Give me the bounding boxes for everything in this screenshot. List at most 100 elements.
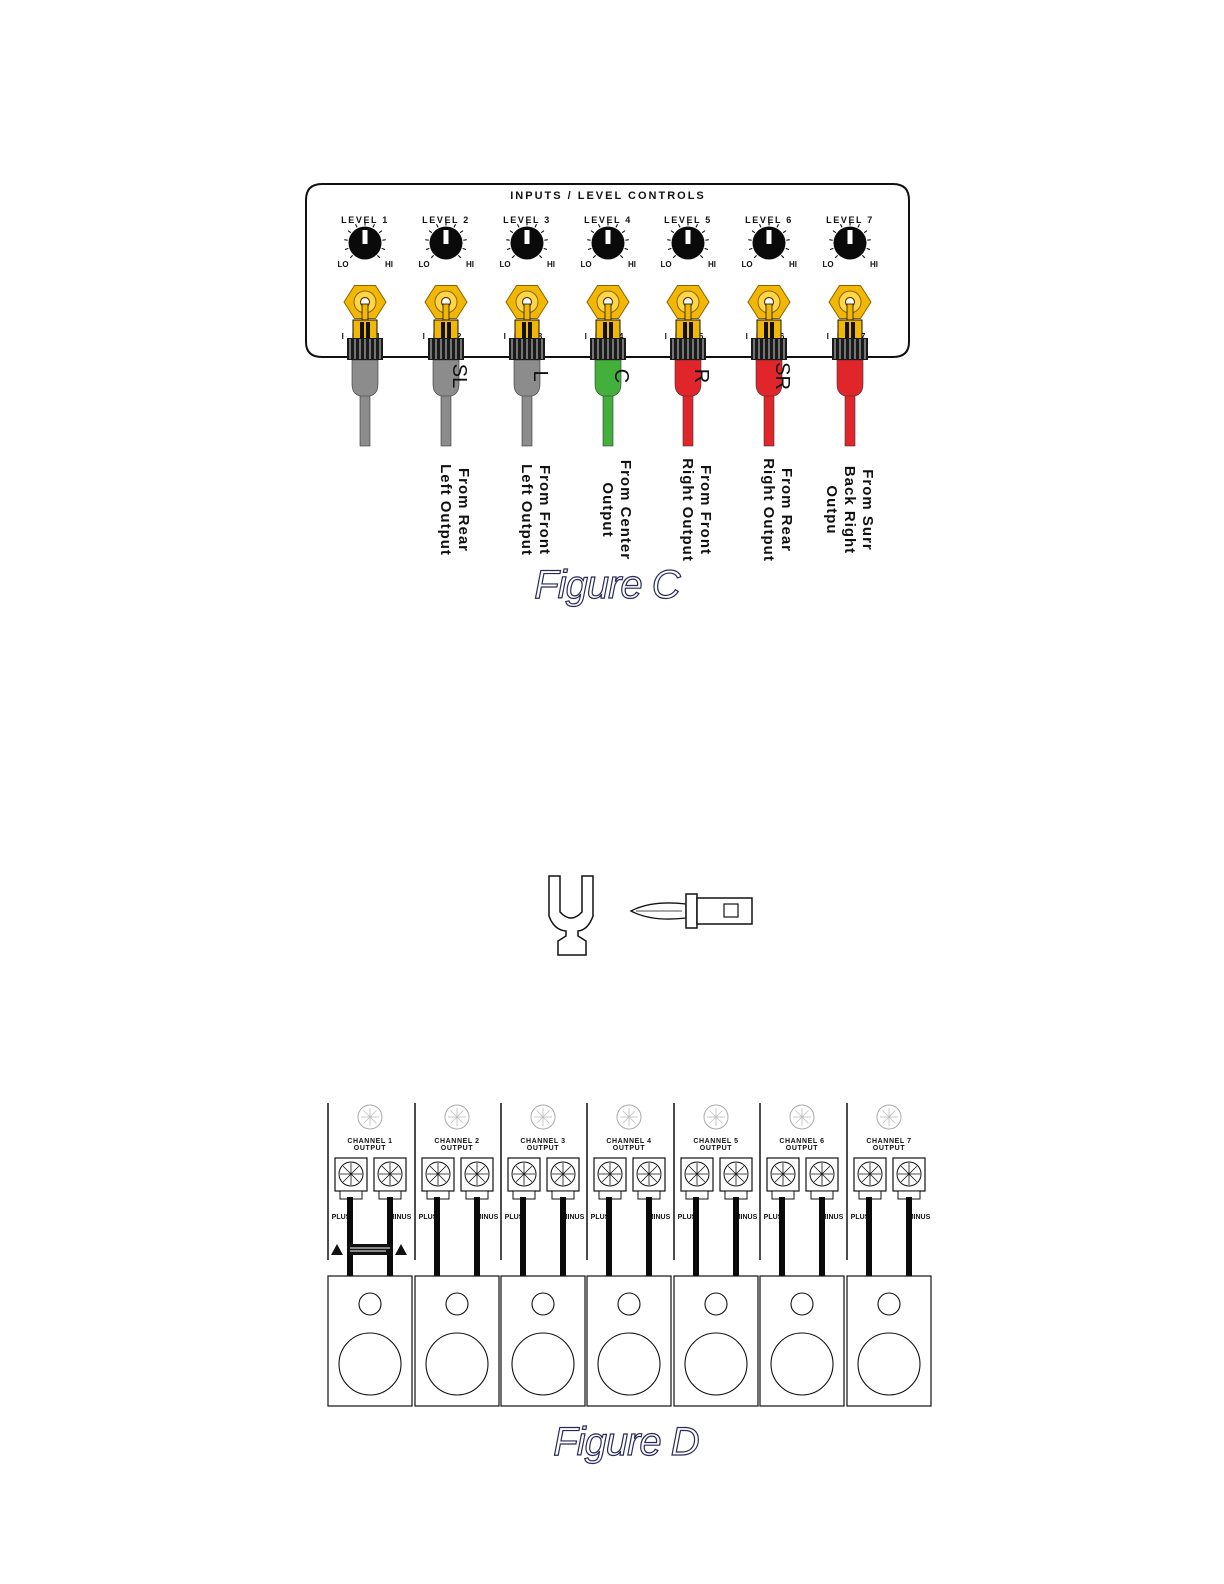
channel-sub-label: OUTPUT [354,1145,386,1152]
hi-label: HI [708,260,716,269]
channel-label: CHANNEL 5 [693,1138,738,1145]
plug-label: L [529,370,551,381]
rca-cable: L [513,359,551,447]
minus-label: MINUS [389,1214,412,1221]
channel-sub-label: OUTPUT [786,1145,818,1152]
channel-sub-label: OUTPUT [873,1145,905,1152]
lo-label: LO [337,260,348,269]
level-knob[interactable] [425,222,467,260]
plus-terminal[interactable] [680,1157,714,1200]
speaker-icon [846,1275,932,1407]
plus-terminal[interactable] [853,1157,887,1200]
level-knob[interactable] [344,222,386,260]
source-line: From Center [617,460,634,560]
source-line: Back Right [841,466,858,554]
speaker-icon [673,1275,759,1407]
hi-label: HI [466,260,474,269]
minus-terminal[interactable] [892,1157,926,1200]
level-knob[interactable] [748,222,790,260]
fuse-icon [357,1104,383,1130]
rca-jack[interactable] [666,285,710,319]
plus-label: PLUS [851,1214,870,1221]
fuse-icon [703,1104,729,1130]
minus-terminal[interactable] [546,1157,580,1200]
level-label: LEVEL 5 [664,215,712,225]
minus-terminal[interactable] [632,1157,666,1200]
minus-terminal[interactable] [719,1157,753,1200]
rca-jack[interactable] [505,285,549,319]
plus-terminal[interactable] [766,1157,800,1200]
fuse-icon [444,1104,470,1130]
speaker-wire-plus [606,1197,612,1277]
minus-terminal[interactable] [805,1157,839,1200]
plus-terminal[interactable] [593,1157,627,1200]
lo-label: LO [499,260,510,269]
source-line: From Rear [455,468,472,552]
minus-label: MINUS [735,1214,758,1221]
minus-label: MINUS [648,1214,671,1221]
plus-label: PLUS [764,1214,783,1221]
level-knob[interactable] [587,222,629,260]
rca-plug [832,303,868,360]
minus-label: MINUS [908,1214,931,1221]
channel-sub-label: OUTPUT [527,1145,559,1152]
plug-label: SR [771,362,793,390]
lo-label: LO [741,260,752,269]
speaker-wire-minus [560,1197,566,1277]
plus-terminal[interactable] [421,1157,455,1200]
plus-terminal[interactable] [507,1157,541,1200]
channel-sub-label: OUTPUT [441,1145,473,1152]
speaker-wire-plus [347,1197,353,1277]
plus-terminal[interactable] [334,1157,368,1200]
channel-label: CHANNEL 1 [347,1138,392,1145]
source-line: From Front [536,465,553,555]
minus-label: MINUS [476,1214,499,1221]
speaker-icon [586,1275,672,1407]
source-line: Output [599,482,616,537]
plus-label: PLUS [332,1214,351,1221]
minus-label: MINUS [562,1214,585,1221]
plug-label: C [610,369,632,383]
level-knob[interactable] [506,222,548,260]
speaker-icon [414,1275,500,1407]
speaker-icon [500,1275,586,1407]
rca-jack[interactable] [343,285,387,319]
rca-jack[interactable] [586,285,630,319]
channel-label: CHANNEL 7 [866,1138,911,1145]
minus-terminal[interactable] [373,1157,407,1200]
level-knob[interactable] [829,222,871,260]
hi-label: HI [789,260,797,269]
fuse-icon [876,1104,902,1130]
warning-label [331,1244,407,1255]
source-line: Left Output [437,464,454,556]
rca-plug [751,303,787,360]
channel-label: CHANNEL 2 [434,1138,479,1145]
channel-label: CHANNEL 3 [520,1138,565,1145]
hi-label: HI [870,260,878,269]
lo-label: LO [418,260,429,269]
rca-jack[interactable] [828,285,872,319]
panel-title: INPUTS / LEVEL CONTROLS [510,190,706,202]
plus-label: PLUS [678,1214,697,1221]
rca-cable [836,359,864,447]
source-line: From Rear [778,468,795,552]
level-knob[interactable] [667,222,709,260]
connector-illustrations [548,875,753,956]
level-label: LEVEL 6 [745,215,793,225]
minus-terminal[interactable] [460,1157,494,1200]
figure-c-title: Figure C [534,563,681,607]
level-label: LEVEL 3 [503,215,551,225]
